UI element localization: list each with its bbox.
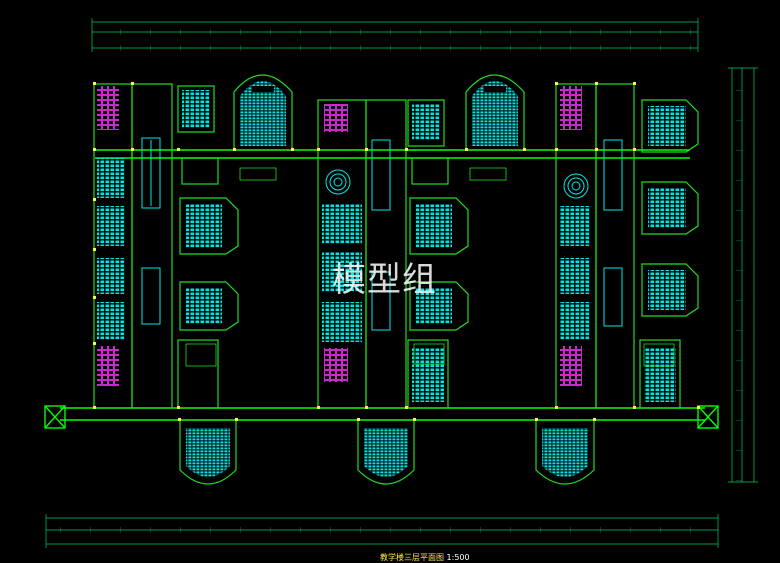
- classroom-seats: [322, 252, 362, 292]
- stair-hatches: [185, 167, 675, 367]
- lecture-seats: [648, 106, 686, 146]
- lecture-seats: [186, 204, 222, 248]
- classroom-seats: [644, 348, 676, 402]
- watermark-text: 模型组: [332, 260, 437, 300]
- right-dimension-line: [728, 67, 758, 483]
- classroom-seats: [322, 302, 362, 342]
- auditorium-top-left: [233, 74, 293, 151]
- classroom-seats: [97, 302, 125, 340]
- classroom-seats: [97, 206, 125, 246]
- lecture-seats: [648, 188, 686, 228]
- drawing-scale: 1:500: [446, 553, 470, 562]
- left-wing: [93, 83, 219, 409]
- lecture-seats: [416, 204, 452, 248]
- restroom-top-left: [97, 86, 119, 130]
- classroom-seats: [182, 90, 210, 128]
- lecture-seats: [186, 288, 222, 324]
- center-left-block: [179, 157, 239, 331]
- restroom-center-top: [324, 104, 348, 132]
- drawing-title: 教学楼三层平面图 1:500: [380, 553, 470, 563]
- restroom-bottom-left: [97, 346, 119, 386]
- spiral-stair-right: [563, 139, 623, 327]
- classroom-seats: [560, 258, 590, 294]
- classroom-seats: [560, 302, 590, 340]
- classroom-seats: [412, 348, 444, 402]
- top-dimension-ticks-inner: [92, 45, 698, 51]
- lecture-seats: [416, 288, 452, 324]
- columns: [93, 82, 700, 421]
- right-lecture-halls: [641, 99, 699, 317]
- classroom-seats: [412, 104, 440, 140]
- middle-spine: [317, 99, 449, 409]
- center-right-block: [409, 157, 469, 331]
- spiral-stair-center: [325, 139, 391, 331]
- classroom-seats: [560, 206, 590, 246]
- bottom-auditoriums: [179, 419, 595, 485]
- restroom-top-right: [560, 86, 582, 130]
- drawing-title-cn: 教学楼三层平面图: [380, 553, 444, 562]
- lecture-seats: [648, 270, 686, 310]
- classroom-seats: [322, 204, 362, 244]
- right-dimension-ticks: [736, 68, 742, 482]
- top-dimension-ticks: [92, 29, 698, 35]
- stair-left: [141, 137, 161, 325]
- classroom-seats: [97, 258, 125, 294]
- auditorium-top-right: [465, 74, 525, 151]
- right-spine: [555, 83, 681, 409]
- classroom-seats: [97, 158, 125, 198]
- restroom-bottom-right: [560, 346, 582, 386]
- restroom-center-bottom: [324, 348, 348, 382]
- bottom-dimension-ticks: [46, 527, 718, 533]
